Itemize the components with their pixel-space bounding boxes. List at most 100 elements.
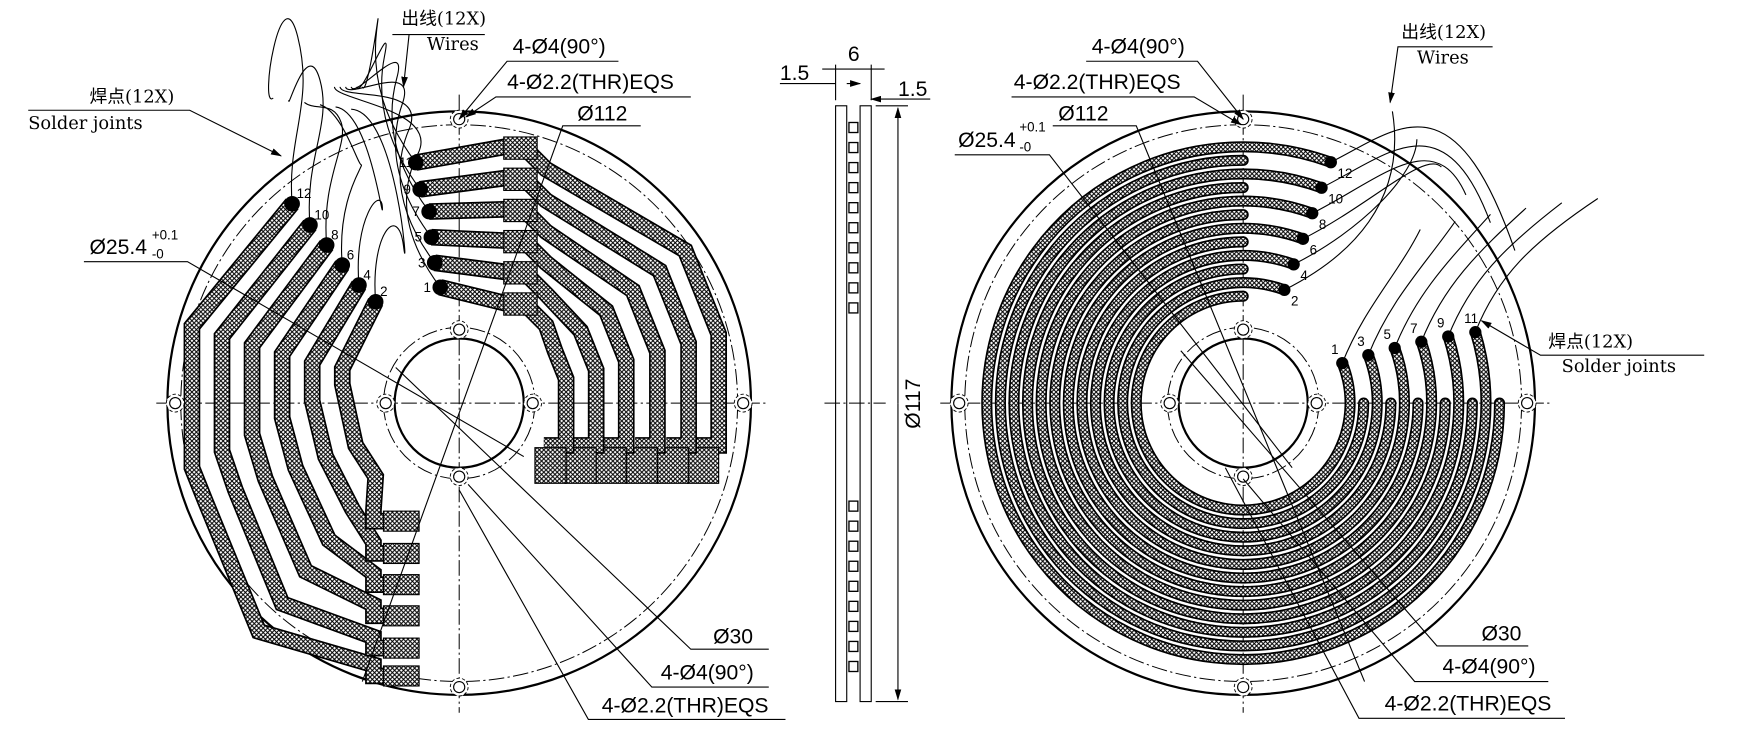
lead-wire: [1341, 229, 1421, 364]
contact-pad: [503, 292, 538, 316]
pin-number-label: 11: [399, 155, 413, 170]
slip-ring-track: [996, 156, 1490, 650]
wires-en-label: Wires: [1417, 47, 1469, 68]
contact-pad: [382, 510, 420, 532]
wires-en-label: Wires: [427, 34, 479, 55]
conductive-trace: [305, 281, 415, 561]
pin-number-label: 6: [1310, 242, 1317, 257]
mounting-hole: [453, 323, 466, 336]
contact-pad: [382, 574, 420, 596]
mounting-hole: [1310, 396, 1323, 410]
mounting-hole: [526, 396, 539, 410]
mounting-hole: [169, 396, 182, 410]
dim-1-5-left-label: 1.5: [780, 62, 809, 85]
mounting-hole: [1237, 323, 1250, 336]
pin-number-label: 7: [412, 204, 419, 219]
rib-group: [848, 121, 859, 673]
pin-number-label: 8: [331, 227, 338, 242]
pin-number-label: 2: [1291, 293, 1298, 308]
dia117-label: Ø117: [902, 379, 925, 429]
pin-number-label: 11: [1464, 311, 1478, 326]
wires-leader: [1388, 46, 1493, 104]
lead-wire: [1394, 213, 1491, 349]
hole22-bottom-leader: [1224, 467, 1566, 719]
hole4-bottom-leader: [467, 484, 769, 688]
solder-joint: [302, 217, 318, 233]
mounting-hole: [1521, 396, 1534, 410]
solder-en-label: Solder joints: [1562, 356, 1676, 377]
rib-slot: [848, 202, 859, 214]
lead-wire: [1474, 198, 1599, 333]
lead-wire: [339, 86, 436, 264]
lead-wire: [333, 86, 441, 288]
rib-slot: [848, 580, 859, 592]
dia254-leader: [83, 261, 525, 458]
dim-1-5-right-label: 1.5: [898, 78, 927, 101]
solder-joint: [1287, 258, 1300, 271]
rib-slot: [848, 520, 859, 532]
rib-slot: [848, 161, 859, 174]
slip-ring-track: [1010, 170, 1477, 637]
lead-wire: [1420, 207, 1527, 342]
mounting-hole: [1237, 680, 1250, 694]
dim-6-lines: [822, 64, 885, 101]
contact-pad: [503, 167, 538, 191]
lead-wire: [351, 108, 406, 302]
slip-ring-track: [1064, 224, 1422, 582]
pin-number-label: 3: [418, 255, 425, 270]
lead-wire: [361, 18, 417, 163]
hole4-label: 4-Ø4(90°): [1092, 35, 1185, 58]
hole22-leader: [464, 96, 691, 118]
dia254-label: Ø25.4: [89, 236, 147, 259]
tol-minus: -0: [1019, 139, 1031, 154]
ring-group: [981, 141, 1506, 666]
dia112-leader: [361, 125, 641, 682]
contact-pad: [503, 198, 538, 223]
solder-en-label: Solder joints: [28, 113, 142, 134]
slip-ring-track: [1078, 237, 1409, 569]
lead-wire: [1367, 221, 1456, 356]
pin-number-label: 2: [380, 284, 387, 299]
pin-number-label: 5: [415, 230, 422, 245]
slip-ring-track: [1091, 251, 1395, 555]
rib-slot: [848, 282, 859, 294]
lead-wire: [1293, 139, 1418, 265]
lead-wire: [1302, 163, 1442, 240]
lead-wire: [1330, 126, 1516, 251]
hole4-bottom-leader: [1242, 478, 1549, 683]
slip-ring-track: [1132, 292, 1354, 514]
solder-joint: [421, 203, 437, 220]
dia30-leader: [395, 367, 769, 650]
lead-wire: [335, 106, 383, 286]
contact-pad: [382, 637, 420, 659]
wire-group: [1278, 111, 1599, 370]
mounting-hole: [953, 396, 966, 410]
pin-number-label: 4: [363, 268, 371, 283]
mounting-hole: [379, 396, 392, 410]
side-wall-right: [859, 105, 872, 703]
dia30-label: Ø30: [1481, 622, 1521, 645]
pin-number-label: 1: [1331, 342, 1338, 357]
pin-number-label: 1: [424, 280, 431, 295]
lead-wire: [268, 18, 304, 204]
lead-wire: [1321, 145, 1491, 223]
pin-number-label: 7: [1410, 321, 1417, 336]
hole22-leader: [1011, 96, 1242, 126]
dia30-label: Ø30: [713, 626, 753, 649]
hole22-label: 4-Ø2.2(THR)EQS: [1014, 71, 1181, 94]
tol-plus: +0.1: [1019, 119, 1045, 134]
mounting-hole: [453, 680, 466, 694]
side-wall-left: [835, 105, 848, 703]
tol-plus: +0.1: [152, 227, 178, 242]
slip-ring-track: [1118, 278, 1368, 528]
lead-wire: [1447, 202, 1563, 337]
pin-number-label: 9: [1437, 316, 1444, 331]
lead-wire: [1284, 111, 1396, 291]
solder-leader: [28, 109, 283, 157]
conductive-trace: [335, 298, 415, 528]
rib-slot: [848, 660, 859, 673]
